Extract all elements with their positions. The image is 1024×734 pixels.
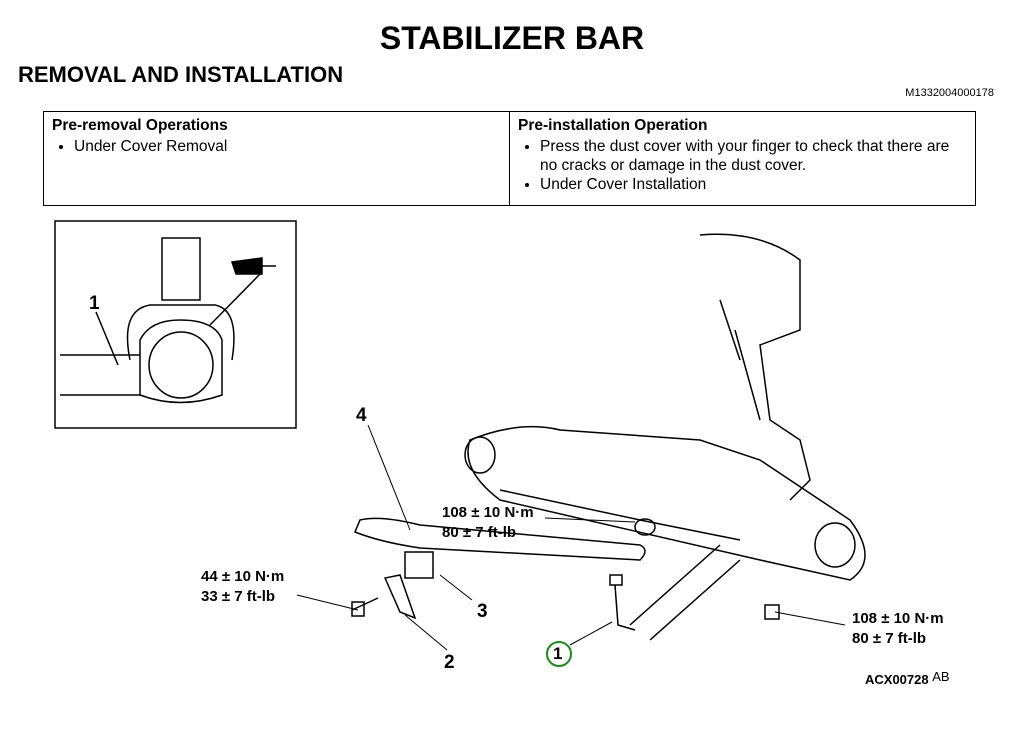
callout-1: 1 (553, 644, 563, 663)
highlight-circle (546, 641, 572, 667)
stabilizer-bar (351, 517, 780, 631)
torque-ftlb: 80 ± 7 ft-lb (852, 630, 927, 647)
torque-nm: 108 ± 10 N·m (852, 610, 944, 627)
figure-rev: AB (932, 669, 950, 684)
grease-icon (231, 257, 276, 275)
torque-ftlb: 33 ± 7 ft-lb (201, 588, 276, 605)
callout-3: 3 (477, 601, 488, 622)
figure-code: ACX00728 AB (865, 669, 950, 690)
inset-frame (54, 220, 297, 429)
list-item: Under Cover Installation (540, 175, 967, 194)
figure-code-text: ACX00728 (865, 672, 929, 687)
pre-installation-heading: Pre-installation Operation (518, 117, 708, 134)
callout-4: 4 (356, 405, 367, 426)
document-code: M1332004000178 (905, 87, 994, 99)
callout-2: 2 (444, 652, 455, 673)
list-item: Press the dust cover with your finger to… (540, 137, 967, 175)
torque-ftlb: 80 ± 7 ft-lb (442, 524, 517, 541)
torque-label: 108 ± 10 N·m 80 ± 7 ft-lb (852, 609, 944, 649)
leader-lines (296, 424, 846, 651)
torque-label: 44 ± 10 N·m 33 ± 7 ft-lb (201, 567, 284, 607)
operations-table: Pre-removal Operations Under Cover Remov… (43, 111, 976, 206)
bushing-detail (60, 237, 263, 404)
inset-callout: 1 (89, 293, 100, 314)
page-title: STABILIZER BAR (379, 20, 645, 56)
torque-nm: 44 ± 10 N·m (201, 568, 285, 585)
pre-removal-heading: Pre-removal Operations (52, 117, 228, 134)
list-item: Under Cover Removal (74, 137, 501, 156)
section-title: REMOVAL AND INSTALLATION (18, 62, 344, 87)
pre-removal-cell: Pre-removal Operations Under Cover Remov… (43, 111, 510, 206)
lower-arm (464, 233, 866, 641)
pre-installation-cell: Pre-installation Operation Press the dus… (509, 111, 976, 206)
torque-nm: 108 ± 10 N·m (442, 504, 534, 521)
torque-label: 108 ± 10 N·m 80 ± 7 ft-lb (442, 503, 534, 543)
